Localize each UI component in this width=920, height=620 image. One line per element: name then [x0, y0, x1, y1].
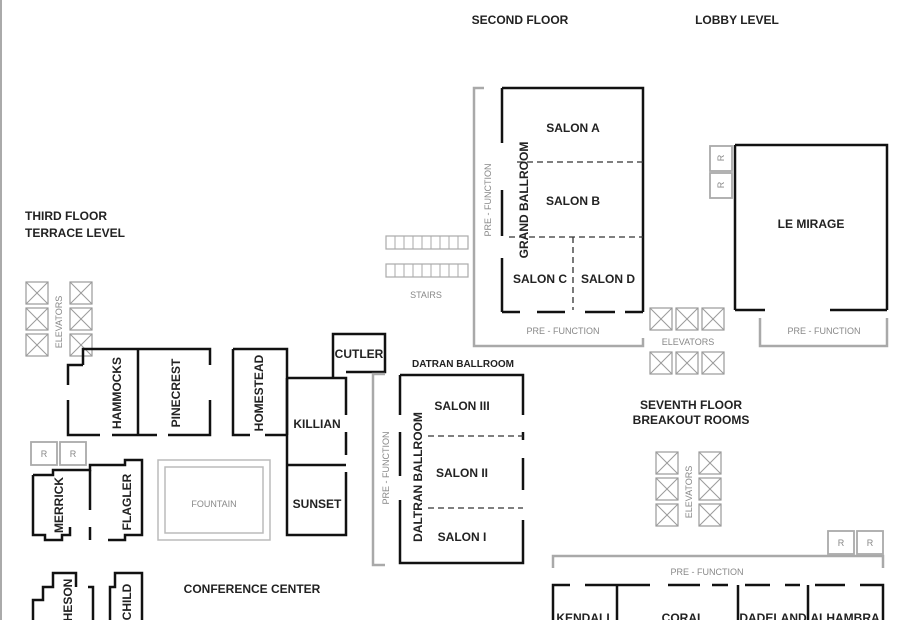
alhambra-label: ALHAMBRA	[810, 611, 880, 620]
homestead-label: HOMESTEAD	[252, 354, 266, 431]
datran-ballroom-area[interactable]: DATRAN BALLROOM SALON III SALON II SALON…	[371, 359, 525, 567]
conference-center-heading: CONFERENCE CENTER	[184, 582, 321, 596]
salon-c-label: SALON C	[513, 272, 567, 286]
pre-function-label: PRE - FUNCTION	[483, 164, 493, 237]
coral-label: CORAL	[662, 611, 705, 620]
merrick-flagler-block[interactable]: MERRICK FLAGLER	[31, 458, 144, 542]
le-mirage-label: LE MIRAGE	[778, 217, 845, 231]
third-floor-heading: THIRD FLOOR	[25, 209, 107, 223]
fairchild-label: CHILD	[120, 583, 134, 620]
homestead-block[interactable]: HOMESTEAD	[231, 347, 289, 437]
stairs[interactable]: STAIRS	[385, 235, 469, 300]
restroom-icon: R	[716, 154, 726, 161]
le-mirage-area[interactable]: R R LE MIRAGE PRE - FUNCTION	[709, 143, 889, 348]
restroom-icon: R	[41, 449, 48, 459]
killian-sunset-block[interactable]: KILLIAN SUNSET	[285, 376, 348, 537]
datran-ballroom-heading: DATRAN BALLROOM	[412, 359, 514, 370]
elevators-label: ELEVATORS	[662, 337, 715, 347]
seventh-floor-heading: SEVENTH FLOOR	[640, 398, 742, 412]
elevators-label: ELEVATORS	[54, 296, 64, 349]
restrooms-terrace[interactable]: R R	[30, 441, 87, 466]
fountain-label: FOUNTAIN	[191, 499, 236, 509]
sunset-label: SUNSET	[293, 497, 342, 511]
killian-label: KILLIAN	[293, 417, 340, 431]
elevators-label: ELEVATORS	[684, 466, 694, 519]
salon-b-label: SALON B	[546, 194, 600, 208]
second-floor-heading: SECOND FLOOR	[472, 13, 569, 27]
pre-function-label: PRE - FUNCTION	[788, 326, 861, 336]
dadeland-label: DADELAND	[739, 611, 807, 620]
kendall-label: KENDALL	[556, 611, 613, 620]
matheson-label: HESON	[61, 579, 75, 620]
seventh-floor-rooms[interactable]: PRE - FUNCTION KENDALL CORAL DADELAND AL…	[551, 554, 885, 620]
breakout-rooms-heading: BREAKOUT ROOMS	[633, 413, 750, 427]
salon-i-label: SALON I	[438, 530, 487, 544]
salon-d-label: SALON D	[581, 272, 635, 286]
fountain: FOUNTAIN	[157, 459, 271, 541]
merrick-label: MERRICK	[52, 477, 66, 533]
matheson-fairchild-block[interactable]: HESON CHILD	[31, 571, 144, 620]
cutler-label: CUTLER	[335, 347, 384, 361]
flagler-label: FLAGLER	[120, 473, 134, 530]
pre-function-label: PRE - FUNCTION	[527, 326, 600, 336]
elevators-central[interactable]: ELEVATORS	[649, 307, 725, 375]
restroom-icon: R	[70, 449, 77, 459]
salon-iii-label: SALON III	[434, 399, 489, 413]
restrooms-seventh[interactable]: R R	[827, 530, 884, 555]
stairs-label: STAIRS	[410, 290, 442, 300]
salon-a-label: SALON A	[546, 121, 600, 135]
hammocks-label: HAMMOCKS	[110, 357, 124, 429]
lobby-level-heading: LOBBY LEVEL	[695, 13, 779, 27]
salon-ii-label: SALON II	[436, 466, 488, 480]
grand-ballroom-label: GRAND BALLROOM	[517, 142, 531, 259]
restroom-icon: R	[716, 181, 726, 188]
terrace-level-heading: TERRACE LEVEL	[25, 226, 125, 240]
elevators-terrace[interactable]: ELEVATORS	[25, 281, 93, 357]
hammocks-pinecrest-block[interactable]: HAMMOCKS PINECREST	[66, 347, 212, 437]
pinecrest-label: PINECREST	[169, 358, 183, 427]
grand-ballroom-area[interactable]: SALON A SALON B SALON C SALON D GRAND BA…	[472, 86, 645, 348]
cutler-room[interactable]: CUTLER	[331, 332, 387, 378]
pre-function-label: PRE - FUNCTION	[671, 567, 744, 577]
daltran-ballroom-label: DALTRAN BALLROOM	[411, 412, 425, 542]
pre-function-label: PRE - FUNCTION	[381, 432, 391, 505]
restroom-icon: R	[838, 538, 845, 548]
restroom-icon: R	[867, 538, 874, 548]
elevators-seventh[interactable]: ELEVATORS	[655, 451, 722, 527]
